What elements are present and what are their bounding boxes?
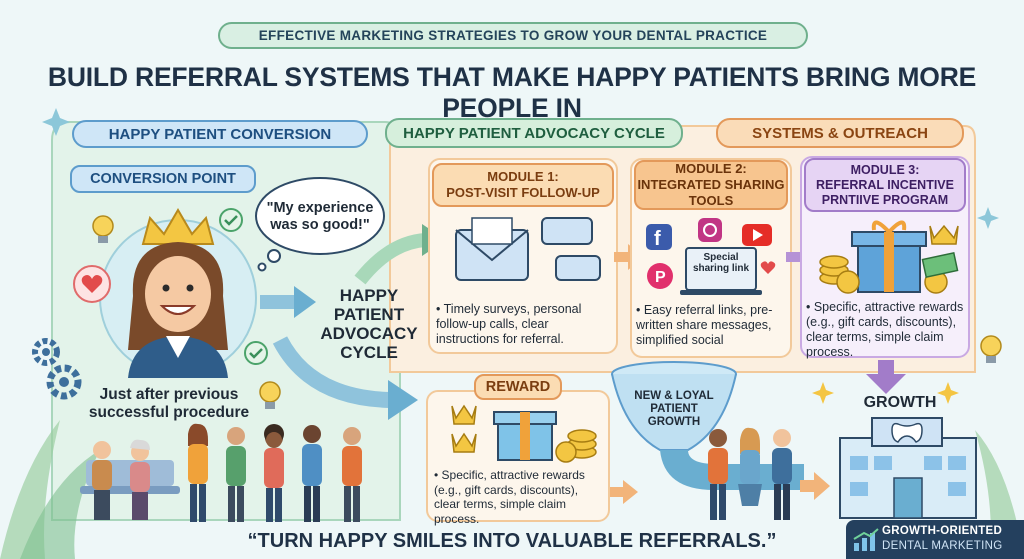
- patient-quote: "My experience was so good!": [266, 200, 374, 233]
- clinic-building-icon: [839, 417, 977, 519]
- module-3-title: MODULE 3: REFERRAL INCENTIVE PRNTIIVE PR…: [804, 158, 966, 212]
- happy-patient-icon: [99, 208, 257, 378]
- header-kicker: EFFECTIVE MARKETING STRATEGIES TO GROW Y…: [218, 22, 808, 49]
- page-title: BUILD REFERRAL SYSTEMS THAT MAKE HAPPY P…: [47, 62, 977, 123]
- svg-text:f: f: [654, 228, 661, 250]
- module-1-text: • Timely surveys, personal follow-up cal…: [436, 302, 582, 346]
- check-icon: [244, 341, 268, 365]
- lightbulb-icon: [92, 215, 114, 243]
- brand-line2: DENTAL MARKETING: [882, 540, 1003, 552]
- arrow-right-icon: [614, 244, 644, 270]
- lightbulb-icon: [259, 381, 281, 409]
- conversion-point-label: CONVERSION POINT: [70, 165, 256, 193]
- funnel-label: NEW & LOYAL PATIENT GROWTH: [634, 390, 714, 428]
- section-advocacy: HAPPY PATIENT ADVOCACY CYCLE: [385, 118, 683, 148]
- new-patients-icon: [708, 427, 792, 520]
- reward-label: REWARD: [474, 374, 562, 400]
- speech-bubble-icon: [255, 177, 385, 272]
- check-icon: [219, 208, 243, 232]
- referral-crowd-icon: [80, 423, 362, 522]
- module-2-title-line1: MODULE 2:: [675, 161, 747, 176]
- heart-icon: [73, 265, 111, 303]
- reward-text: • Specific, attractive rewards (e.g., gi…: [434, 468, 585, 526]
- growth-chart-icon: [853, 528, 879, 551]
- cycle-label: HAPPY PATIENT ADVOCACY CYCLE: [320, 286, 418, 362]
- gift-coins-icon: [819, 220, 959, 294]
- special-link-label: Special sharing link: [692, 252, 750, 274]
- social-icons: f P: [646, 218, 776, 295]
- module-1-title-line1: MODULE 1:: [487, 169, 559, 184]
- section-conversion: HAPPY PATIENT CONVERSION: [72, 120, 368, 148]
- conversion-caption: Just after previous successful procedure: [88, 386, 250, 421]
- envelope-icon: [455, 217, 601, 281]
- svg-text:P: P: [655, 269, 666, 286]
- arrow-down-icon: [866, 360, 906, 394]
- growth-label: GROWTH: [863, 394, 937, 411]
- reward-gift-icon: [451, 404, 597, 463]
- module-2-text: • Easy referral links, pre-written share…: [636, 303, 773, 347]
- arrow-right-icon: [800, 472, 830, 500]
- funnel-icon: [611, 361, 804, 490]
- lightbulb-icon: [980, 335, 1002, 363]
- gear-icon: [32, 338, 82, 400]
- module-2-title: MODULE 2: INTEGRATED SHARING TOOLS: [634, 160, 788, 210]
- module-3-text: • Specific, attractive rewards (e.g., gi…: [806, 300, 964, 359]
- module-2-title-line2: INTEGRATED SHARING TOOLS: [637, 177, 785, 208]
- module-1-title-line2: POST-VISIT FOLLOW-UP: [446, 185, 600, 200]
- brand-badge: [846, 520, 1024, 559]
- section-outreach: SYSTEMS & OUTREACH: [716, 118, 964, 148]
- footer-quote: “TURN HAPPY SMILES INTO VALUABLE REFERRA…: [247, 530, 777, 552]
- module-1-title: MODULE 1: POST-VISIT FOLLOW-UP: [432, 163, 614, 207]
- module-3-title-line1: MODULE 3:: [850, 162, 920, 177]
- module-3-title-line2: REFERRAL INCENTIVE PRNTIIVE PROGRAM: [816, 177, 954, 207]
- brand-line1: GROWTH-ORIENTED: [882, 525, 1003, 537]
- arrow-right-icon: [610, 480, 638, 504]
